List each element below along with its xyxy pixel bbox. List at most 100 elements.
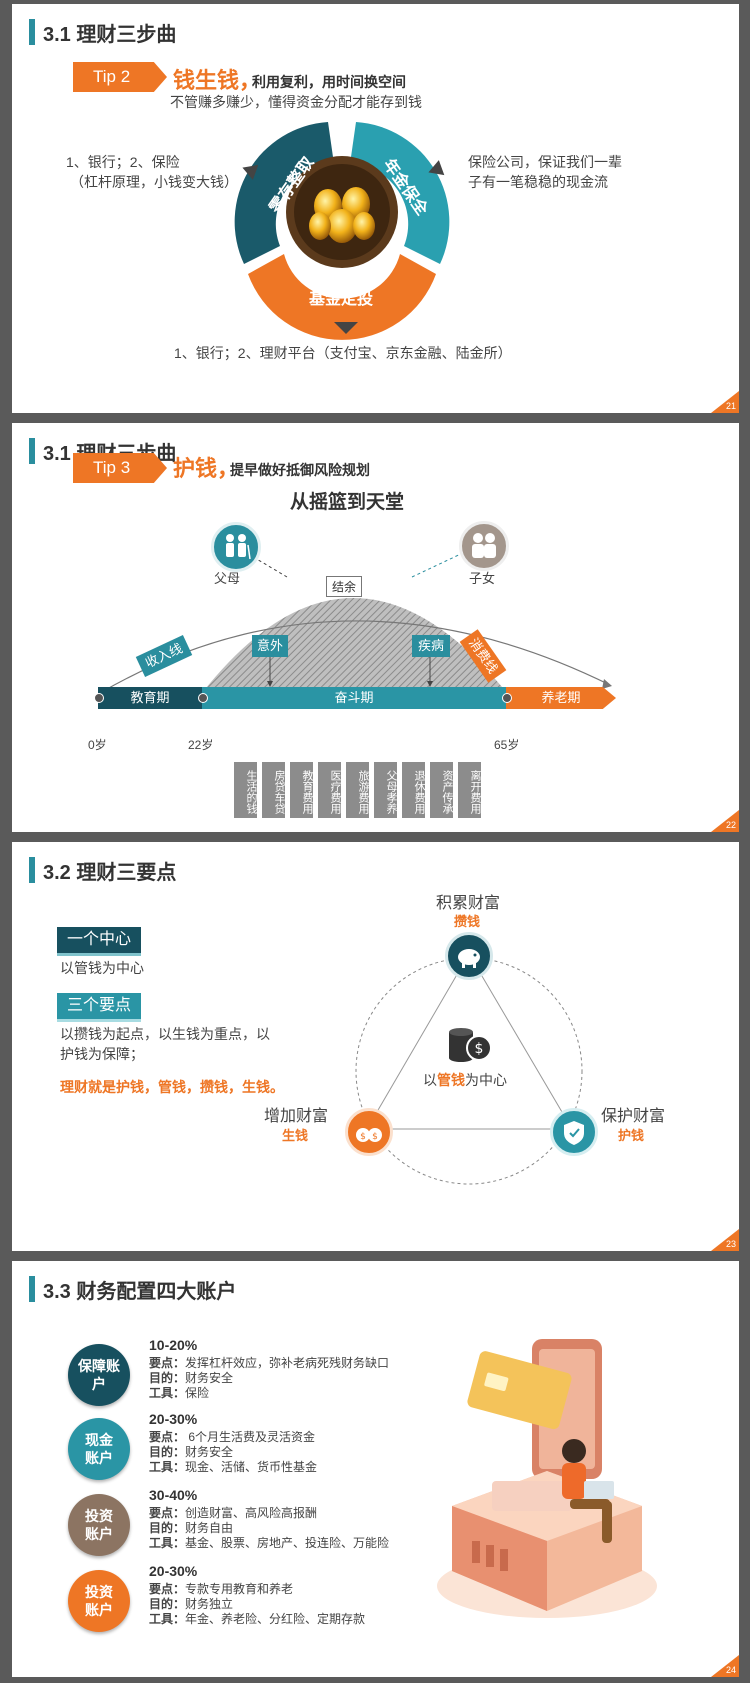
page-number: 24 bbox=[711, 1655, 739, 1677]
account-percent: 30-40% bbox=[149, 1487, 198, 1503]
coins-icon: $ bbox=[449, 1028, 492, 1062]
segment-label-fund: 基金定投 bbox=[309, 291, 374, 308]
tip-subheading: 提早做好抵御风险规划 bbox=[230, 462, 370, 478]
age-marker bbox=[94, 693, 104, 703]
right-node-title: 保护财富 bbox=[601, 1108, 666, 1125]
page-number: 21 bbox=[711, 391, 739, 413]
expense-item: 资产传承 bbox=[430, 762, 453, 818]
arrow-left-icon bbox=[242, 164, 258, 180]
account-circle-protection: 保障账户 bbox=[68, 1344, 130, 1406]
right-note-line1: 保险公司，保证我们一辈 bbox=[468, 154, 622, 170]
center-label-post: 为中心 bbox=[465, 1072, 507, 1088]
arrow-down-icon bbox=[334, 322, 358, 334]
age-0: 0岁 bbox=[88, 738, 107, 752]
center-description: 以管钱为中心 bbox=[60, 960, 144, 976]
expense-item: 退休费用 bbox=[402, 762, 425, 818]
surplus-label: 结余 bbox=[326, 576, 363, 597]
expense-item: 生活的钱 bbox=[234, 762, 257, 818]
piggy-bank-icon bbox=[445, 932, 493, 980]
left-node-sub: 生钱 bbox=[282, 1128, 309, 1143]
left-note-line1: 1、银行；2、保险 bbox=[66, 154, 180, 170]
age-marker bbox=[502, 693, 512, 703]
tip-heading: 钱生钱， bbox=[173, 68, 262, 93]
points-description-line1: 以攒钱为起点，以生钱为重点，以 bbox=[60, 1026, 270, 1042]
age-65: 65岁 bbox=[494, 738, 520, 752]
expense-item: 旅游费用 bbox=[346, 762, 369, 818]
children-icon bbox=[459, 521, 509, 571]
header-accent-bar bbox=[29, 857, 35, 883]
expense-item: 离开费用 bbox=[458, 762, 481, 818]
account-detail-line: 目的：财务安全 bbox=[149, 1371, 234, 1385]
top-node-sub: 攒钱 bbox=[454, 914, 481, 929]
summary-text: 理财就是护钱，管钱，攒钱，生钱。 bbox=[60, 1079, 284, 1095]
account-circle-cash: 现金账户 bbox=[68, 1418, 130, 1480]
svg-text:$: $ bbox=[475, 1041, 484, 1057]
arrow-right-icon bbox=[428, 160, 445, 176]
money-bag-icon: $$ bbox=[345, 1108, 393, 1156]
left-node-title: 增加财富 bbox=[264, 1108, 329, 1125]
svg-text:$: $ bbox=[372, 1132, 378, 1142]
account-circle-investment: 投资账户 bbox=[68, 1494, 130, 1556]
parents-icon bbox=[211, 522, 261, 572]
account-percent: 20-30% bbox=[149, 1411, 198, 1427]
left-note-line2: （杠杆原理，小钱变大钱） bbox=[70, 174, 238, 190]
account-detail-line: 目的：财务独立 bbox=[149, 1597, 234, 1611]
account-detail-line: 工具：保险 bbox=[149, 1386, 210, 1400]
expense-item: 父母孝养 bbox=[374, 762, 397, 818]
account-percent: 20-30% bbox=[149, 1563, 198, 1579]
expense-item: 医疗费用 bbox=[318, 762, 341, 818]
slide-header: 3.2 理财三要点 bbox=[29, 856, 176, 884]
children-label: 子女 bbox=[469, 571, 496, 586]
header-accent-bar bbox=[29, 1276, 35, 1302]
savings-cycle-diagram bbox=[234, 122, 450, 340]
account-detail-line: 工具：现金、活储、货币性基金 bbox=[149, 1460, 318, 1474]
tip-badge: Tip 2 bbox=[73, 62, 167, 92]
segment-deposit bbox=[234, 122, 334, 264]
slide-title: 3.1 理财三步曲 bbox=[43, 23, 177, 46]
points-tag: 三个要点 bbox=[57, 993, 141, 1022]
center-label: 以管钱为中心 bbox=[423, 1070, 507, 1090]
bottom-note: 1、银行；2、理财平台（支付宝、京东金融、陆金所） bbox=[174, 345, 512, 361]
right-note-line2: 子有一笔稳稳的现金流 bbox=[468, 174, 608, 190]
slide-21: 3.1 理财三步曲 Tip 2 钱生钱， 利用复利，用时间换空间 不管赚多赚少，… bbox=[12, 4, 739, 413]
slide-title: 3.2 理财三要点 bbox=[43, 861, 177, 884]
account-detail-line: 要点：创造财富、高风险高报酬 bbox=[149, 1506, 318, 1520]
svg-text:$: $ bbox=[360, 1132, 366, 1142]
parents-label: 父母 bbox=[214, 571, 241, 586]
accident-label: 意外 bbox=[252, 635, 288, 657]
center-label-pre: 以 bbox=[423, 1072, 437, 1088]
slide-header: 3.3 财务配置四大账户 bbox=[29, 1275, 236, 1303]
three-points-diagram bbox=[355, 953, 583, 1185]
points-description-line2: 护钱为保障； bbox=[60, 1046, 144, 1062]
slide-24: 3.3 财务配置四大账户 保障账户 10-20% 要点：发挥杠杆效应，弥补老病死… bbox=[12, 1261, 739, 1677]
right-node-sub: 护钱 bbox=[618, 1128, 645, 1143]
account-detail-line: 工具：年金、养老险、分红险、定期存款 bbox=[149, 1612, 366, 1626]
account-detail-line: 工具：基金、股票、房地产、投连险、万能险 bbox=[149, 1536, 390, 1550]
tip-badge: Tip 3 bbox=[73, 453, 167, 483]
age-22: 22岁 bbox=[188, 738, 214, 752]
tip-heading: 护钱， bbox=[173, 456, 240, 481]
header-accent-bar bbox=[29, 438, 35, 464]
account-detail-line: 目的：财务安全 bbox=[149, 1445, 234, 1459]
segment-fund bbox=[248, 254, 436, 340]
expense-item: 教育费用 bbox=[290, 762, 313, 818]
slide-title: 3.3 财务配置四大账户 bbox=[43, 1280, 237, 1303]
account-detail-line: 要点： 6个月生活费及灵活资金 bbox=[149, 1430, 316, 1444]
slide-header: 3.1 理财三步曲 bbox=[29, 18, 176, 46]
slide-22: 3.1 理财三步曲 Tip 3 护钱， 提早做好抵御风险规划 从摇篮到天堂 父母… bbox=[12, 423, 739, 832]
stage-retirement: 养老期 bbox=[506, 687, 616, 709]
stage-education: 教育期 bbox=[98, 687, 202, 709]
account-detail-line: 要点：专款专用教育和养老 bbox=[149, 1582, 294, 1596]
account-detail-line: 目的：财务自由 bbox=[149, 1521, 234, 1535]
account-detail-line: 要点：发挥杠杆效应，弥补老病死残财务缺口 bbox=[149, 1356, 390, 1370]
segment-annuity bbox=[350, 122, 450, 264]
center-label-key: 管钱 bbox=[437, 1072, 465, 1088]
tip-subheading: 利用复利，用时间换空间 bbox=[252, 74, 406, 90]
center-tag: 一个中心 bbox=[57, 927, 141, 956]
shield-icon bbox=[550, 1108, 598, 1156]
slide-23: 3.2 理财三要点 一个中心 以管钱为中心 三个要点 以攒钱为起点，以生钱为重点… bbox=[12, 842, 739, 1251]
stage-working: 奋斗期 bbox=[202, 687, 506, 709]
finance-illustration bbox=[437, 1339, 657, 1618]
surplus-area bbox=[202, 598, 507, 693]
account-circle-pension: 投资账户 bbox=[68, 1570, 130, 1632]
